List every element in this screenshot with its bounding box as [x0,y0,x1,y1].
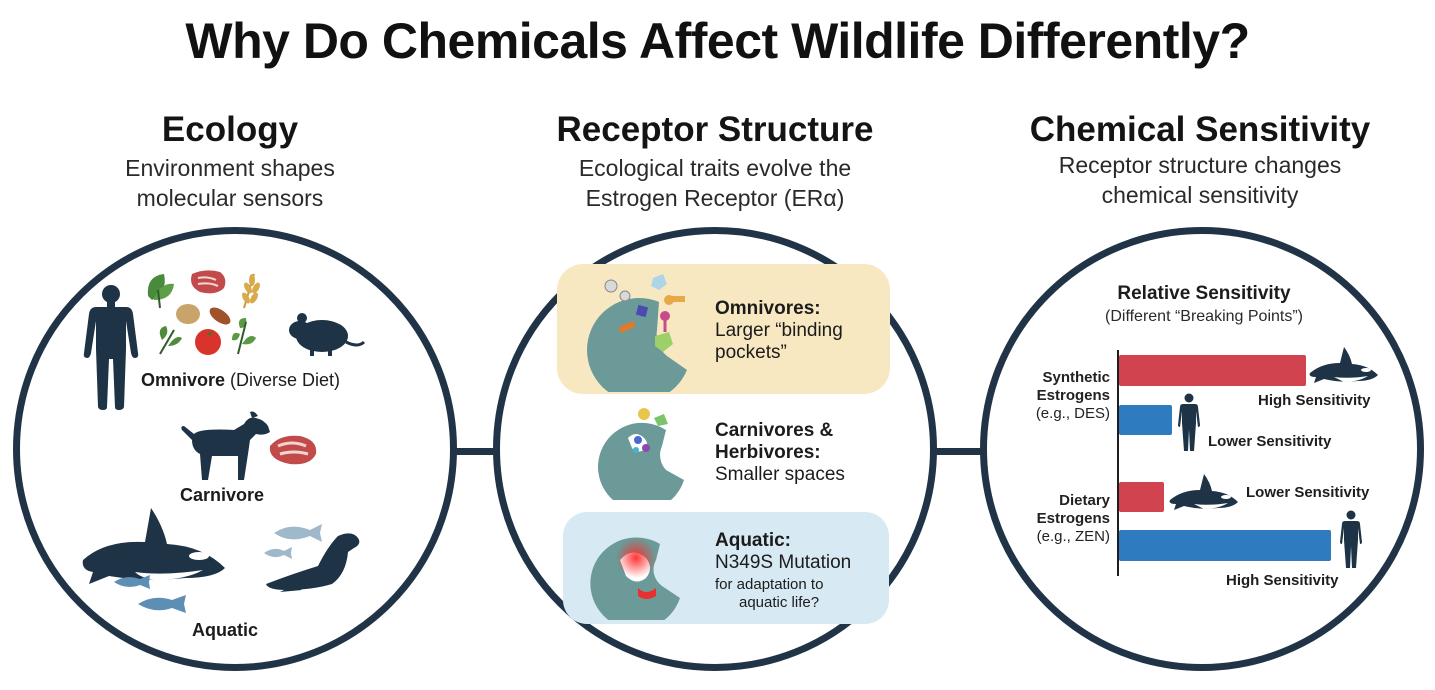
carnivore-panel-text: Carnivores & Herbivores: Smaller spaces [715,420,845,486]
aquatic-label: Aquatic [192,620,259,640]
ecology-subtitle-line2: molecular sensors [136,185,324,211]
receptor-subtitle-line2: Estrogen Receptor (ERα) [585,185,845,211]
sensitivity-circle [980,227,1424,671]
receptor-heading: Receptor Structure [556,110,874,149]
human-icon [1178,393,1200,451]
dietary-name2: Estrogens [1036,510,1110,527]
omnivore-panel-line2: pockets” [715,342,787,363]
aquatic-panel-line1: N349S Mutation [715,552,852,573]
sweet-potato-icon [209,307,231,325]
large-binding-pocket-icon [587,274,687,392]
sensitivity-heading: Chemical Sensitivity [1029,110,1371,149]
tomato-icon [195,329,221,355]
omnivore-panel-text: Omnivores: Larger “binding pockets” [715,298,843,364]
dietary-name1: Dietary [1059,492,1110,509]
synthetic-name2: Estrogens [1036,387,1110,404]
omnivore-panel-line1: Larger “binding [715,320,843,341]
aquatic-panel-line2: for adaptation to [715,576,824,593]
ecology-subtitle-line1: Environment shapes [125,155,335,181]
receptor-subtitle-line1: Ecological traits evolve the [578,155,852,181]
potato-icon [176,304,200,324]
human-icon [83,285,139,410]
wheat-icon [242,273,260,309]
fish-icon [138,595,186,613]
herb-icon [159,326,182,355]
dietary-orca-sensitivity-label: Lower Sensitivity [1246,484,1370,501]
steak-icon [191,270,226,294]
aquatic-panel-heading: Aquatic: [715,530,791,551]
omnivore-label-bold: Omnivore [141,370,226,390]
omnivore-label: Omnivore (Diverse Diet) [141,370,340,391]
carnivore-panel-heading1: Carnivores & [715,420,834,441]
leaf-icon [147,274,174,309]
basil-icon [232,318,256,355]
synthetic-human-sensitivity-label: Lower Sensitivity [1208,433,1332,450]
chart-y-axis [1117,350,1119,576]
ecology-heading: Ecology [161,110,299,149]
chart-title: Relative Sensitivity [1117,283,1291,304]
food-cluster [147,270,260,355]
bar-dietary-human [1119,530,1331,561]
aquatic-panel-line3: aquatic life? [739,594,820,611]
synthetic-example: (e.g., DES) [1035,405,1110,422]
carnivore-label: Carnivore [180,485,265,505]
main-title: Why Do Chemicals Affect Wildlife Differe… [185,13,1250,69]
carnivore-panel-heading2: Herbivores: [715,442,821,463]
bar-synthetic-orca [1119,355,1306,386]
orca-icon [1169,474,1238,510]
receptor-subtitle: Ecological traits evolve the Estrogen Re… [515,153,915,213]
dietary-human-sensitivity-label: High Sensitivity [1226,572,1339,589]
carnivore-panel-line1: Smaller spaces [715,464,845,485]
fish-icon [264,547,292,559]
synthetic-orca-sensitivity-label: High Sensitivity [1258,392,1371,409]
sensitivity-subtitle-line1: Receptor structure changes [1058,152,1342,178]
fish-icon [114,575,150,589]
connector-right [925,448,995,455]
dietary-example: (e.g., ZEN) [1036,528,1110,545]
sensitivity-subtitle-line2: chemical sensitivity [1101,182,1299,208]
ecology-subtitle: Environment shapes molecular sensors [60,153,400,213]
small-binding-pocket-icon [598,408,684,500]
aquatic-panel-text: Aquatic: N349S Mutation for adaptation t… [715,530,851,612]
bar-synthetic-human [1119,405,1172,435]
connector-left [440,448,510,455]
mutated-binding-pocket-icon [590,537,680,620]
synthetic-name1: Synthetic [1042,369,1110,386]
seal-icon [266,533,360,592]
dietary-estrogens-label: Dietary Estrogens (e.g., ZEN) [1004,492,1110,546]
fish-icon [274,524,322,542]
omnivore-panel-heading: Omnivores: [715,298,821,319]
chart-subtitle: (Different “Breaking Points”) [1105,308,1303,325]
mouse-icon [289,313,366,356]
bar-dietary-orca [1119,482,1164,512]
meat-icon [269,435,317,465]
sensitivity-subtitle: Receptor structure changes chemical sens… [995,150,1405,210]
orca-icon [1309,347,1378,383]
orca-icon [82,508,225,584]
dog-icon [181,411,270,480]
omnivore-label-rest: (Diverse Diet) [225,370,341,390]
synthetic-estrogens-label: Synthetic Estrogens (e.g., DES) [1004,369,1110,423]
human-icon [1340,510,1362,568]
